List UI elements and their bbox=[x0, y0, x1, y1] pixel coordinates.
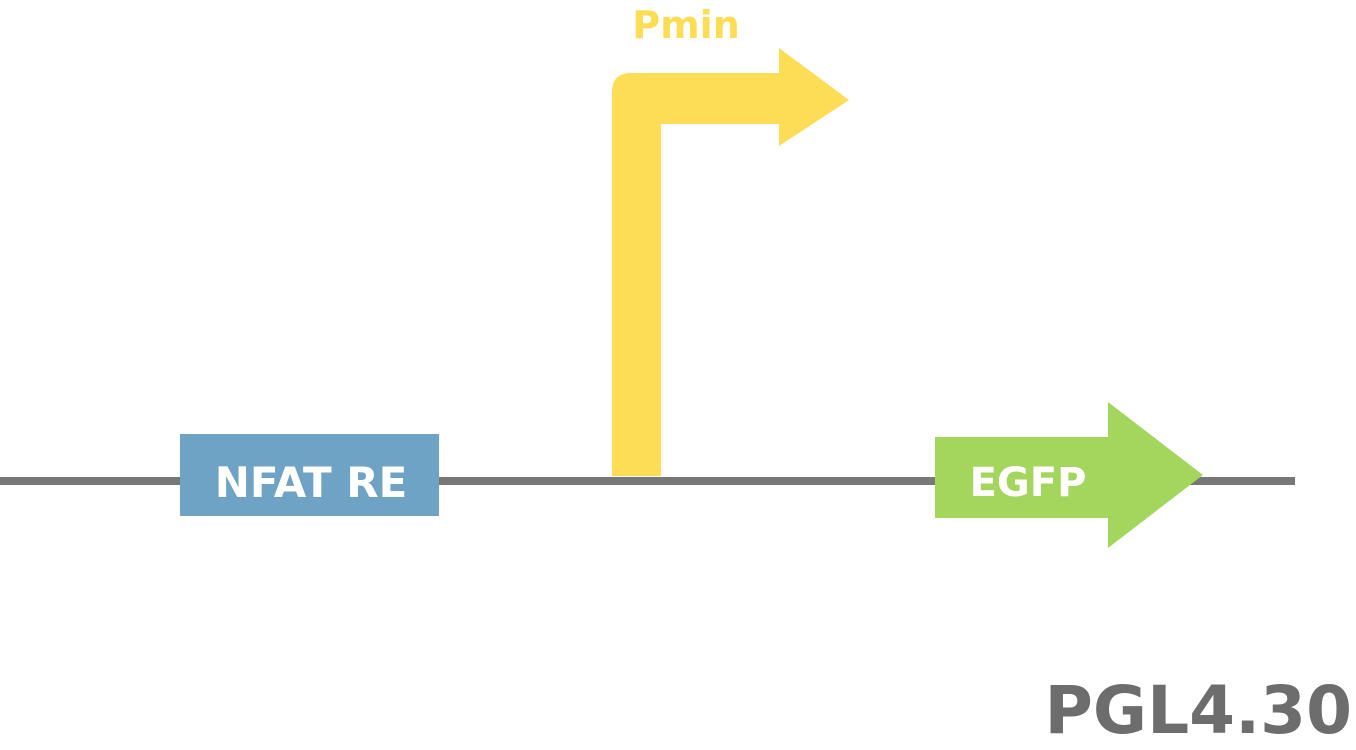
promoter-arrow bbox=[612, 48, 849, 476]
response-element-box bbox=[180, 434, 439, 516]
vector-label: PGL4.30 bbox=[1045, 672, 1352, 749]
promoter-arrow-shaft bbox=[612, 73, 779, 476]
promoter-arrow-head bbox=[779, 48, 849, 146]
reporter-label: EGFP bbox=[970, 460, 1087, 506]
promoter-label: Pmin bbox=[632, 3, 740, 47]
response-element-label: NFAT RE bbox=[215, 458, 408, 507]
reporter-arrow bbox=[935, 402, 1203, 548]
